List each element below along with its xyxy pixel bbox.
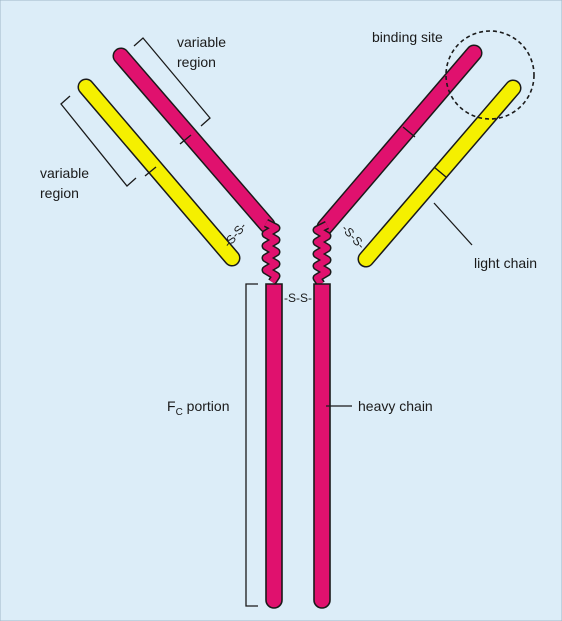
variable-region-left-label-2: region bbox=[40, 185, 79, 201]
heavy-chain-stem-left bbox=[266, 284, 282, 608]
heavy-chain-stem-right bbox=[314, 284, 330, 608]
fc-portion-label-rest: portion bbox=[183, 398, 230, 414]
light-chain-label: light chain bbox=[474, 255, 537, 271]
disulfide-hinge: -S-S- bbox=[284, 291, 312, 305]
hinge-left bbox=[266, 223, 276, 282]
variable-region-left-label-1: variable bbox=[40, 165, 89, 181]
fc-portion-label-subscript: C bbox=[176, 407, 183, 418]
variable-region-upper-label-2: region bbox=[177, 54, 216, 70]
variable-region-upper-label-1: variable bbox=[177, 34, 226, 50]
heavy-chain-label: heavy chain bbox=[358, 398, 433, 414]
fc-portion-label-main: F bbox=[167, 398, 176, 414]
hinge-right bbox=[317, 225, 327, 284]
binding-site-label: binding site bbox=[372, 29, 443, 45]
